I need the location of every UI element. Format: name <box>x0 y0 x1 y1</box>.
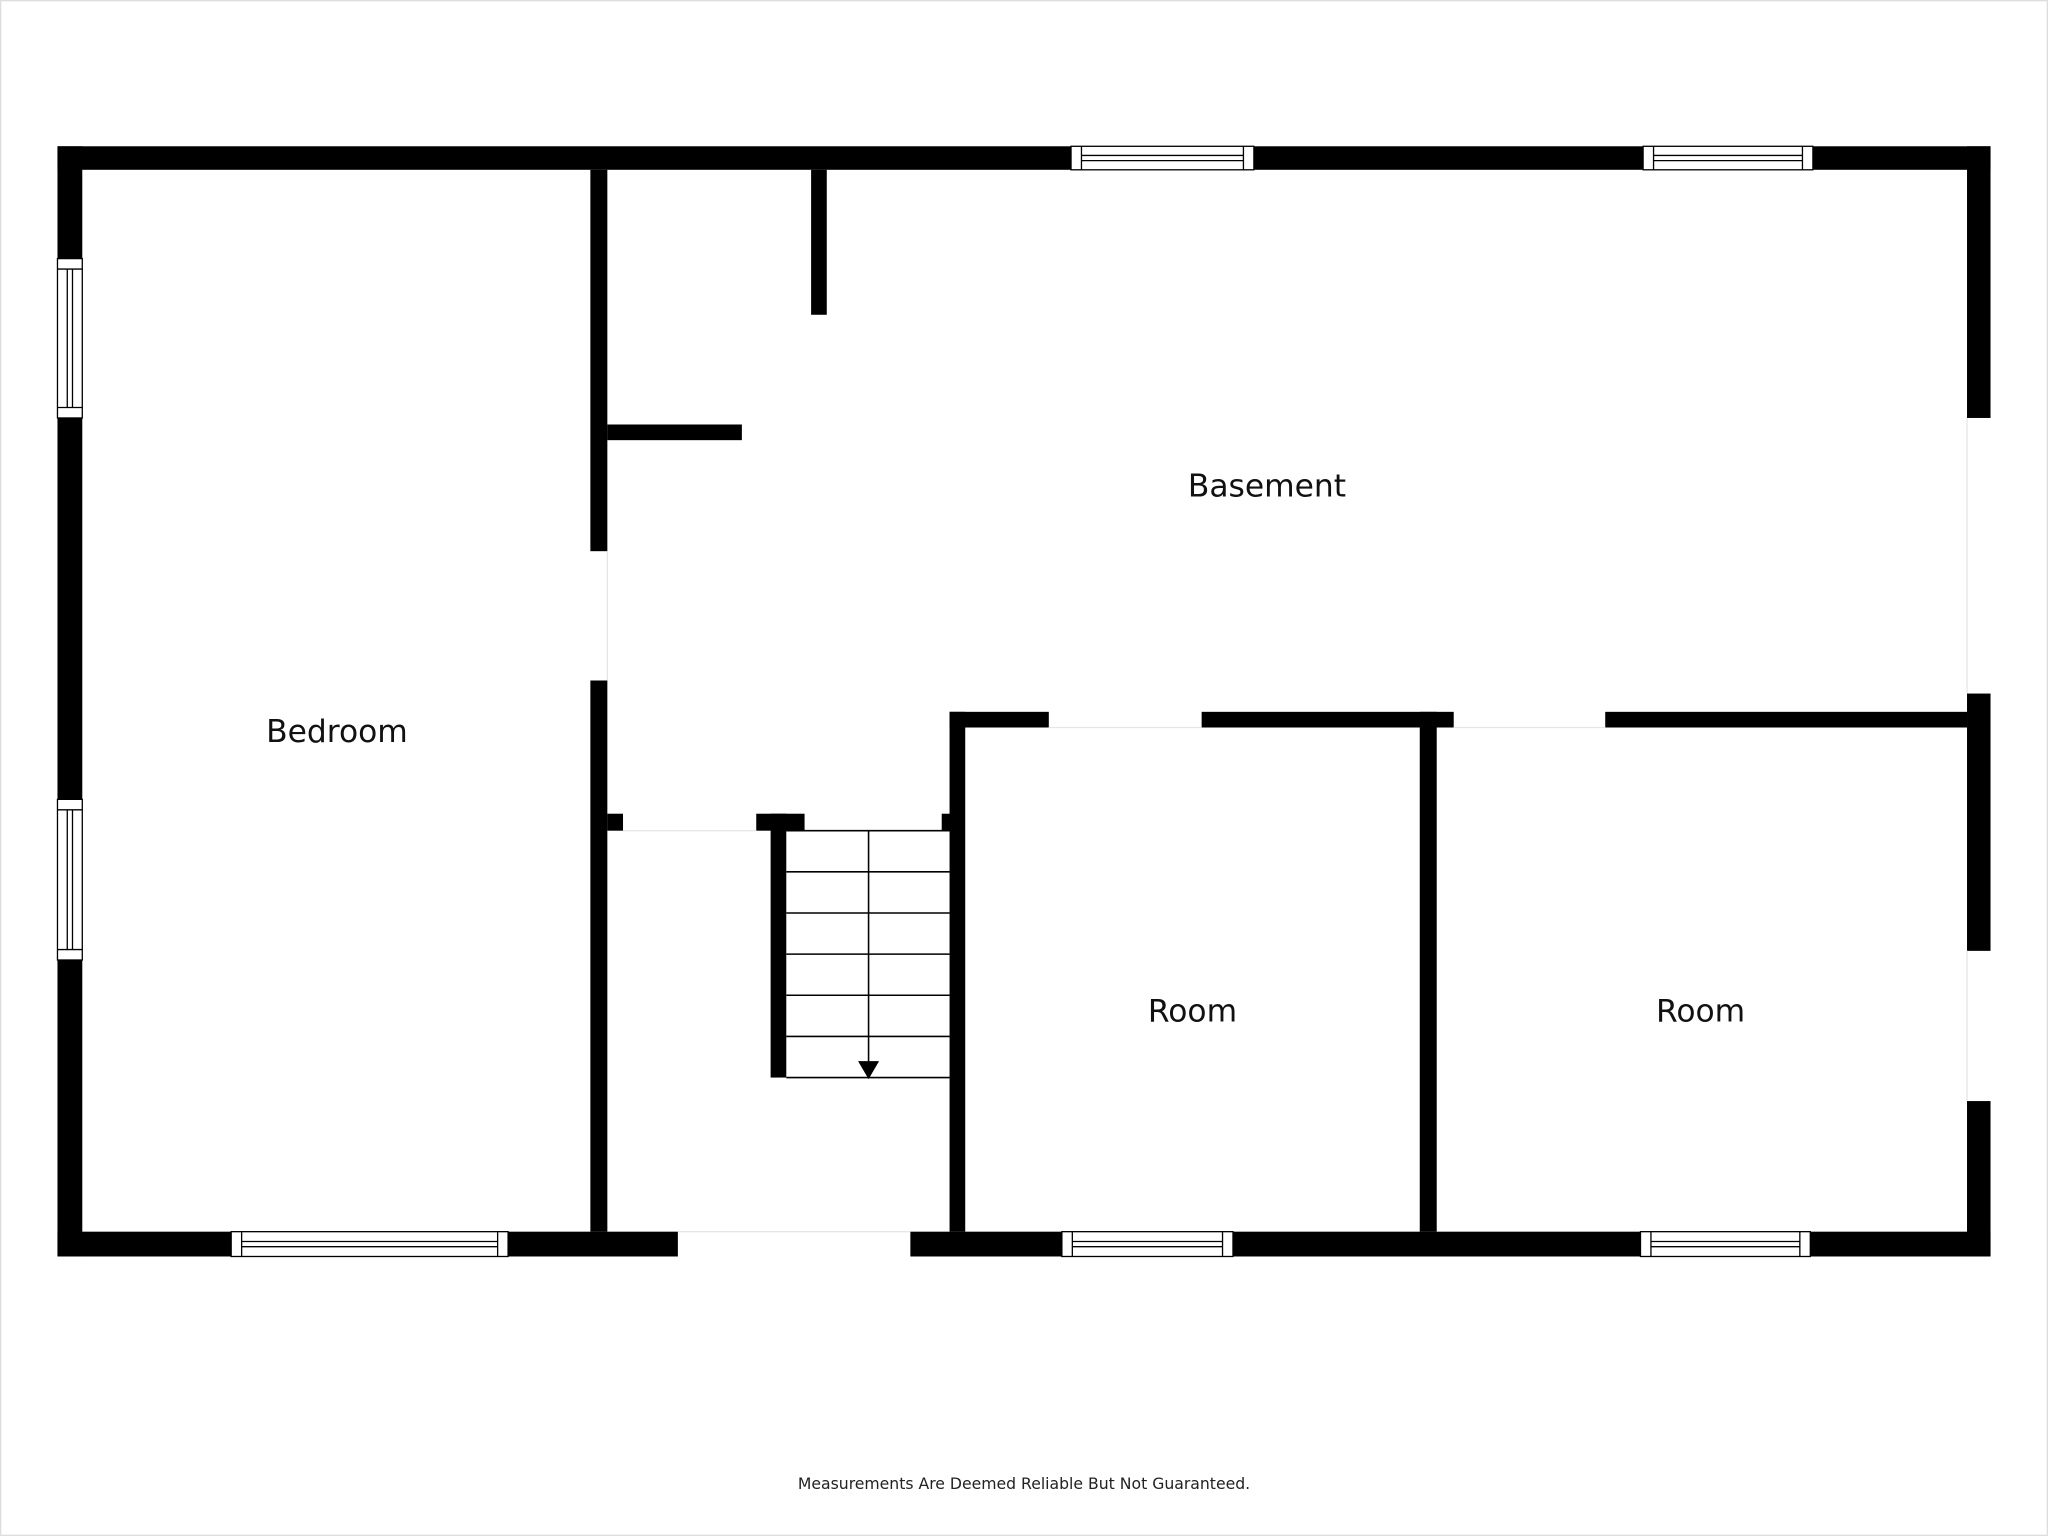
windows <box>56 145 1814 1258</box>
room-label-room-1: Room <box>1148 993 1237 1029</box>
doorway <box>587 551 610 681</box>
window <box>56 798 83 961</box>
room-label-bedroom: Bedroom <box>266 714 408 750</box>
window <box>56 257 83 419</box>
wall-bedroom-divider <box>590 169 608 1232</box>
wall-stub-top <box>811 169 827 315</box>
wall-stub-horizontal <box>607 424 742 441</box>
window <box>1070 145 1255 171</box>
openings <box>587 417 1994 1260</box>
arrow-down-icon <box>858 1061 880 1080</box>
wall-rooms-divider <box>1419 711 1437 1232</box>
window <box>1061 1231 1234 1258</box>
staircase <box>786 829 950 1080</box>
window <box>230 1231 509 1258</box>
disclaimer-text: Measurements Are Deemed Reliable But Not… <box>798 1474 1250 1493</box>
doorway <box>1964 950 1994 1102</box>
wall-rooms-top <box>1201 711 1454 728</box>
wall-rooms-top <box>1605 711 1968 728</box>
wall-room1-left <box>949 711 966 1232</box>
window <box>1639 1231 1811 1258</box>
doorway <box>1964 417 1994 694</box>
wall-stair-left <box>770 813 787 1078</box>
room-label-room-2: Room <box>1656 993 1745 1029</box>
wall-rooms-top <box>949 711 1049 728</box>
window <box>1642 145 1814 171</box>
wall-stub <box>607 813 624 831</box>
doorway <box>677 1229 911 1260</box>
room-label-basement: Basement <box>1188 468 1346 504</box>
wall-top <box>57 146 1991 170</box>
